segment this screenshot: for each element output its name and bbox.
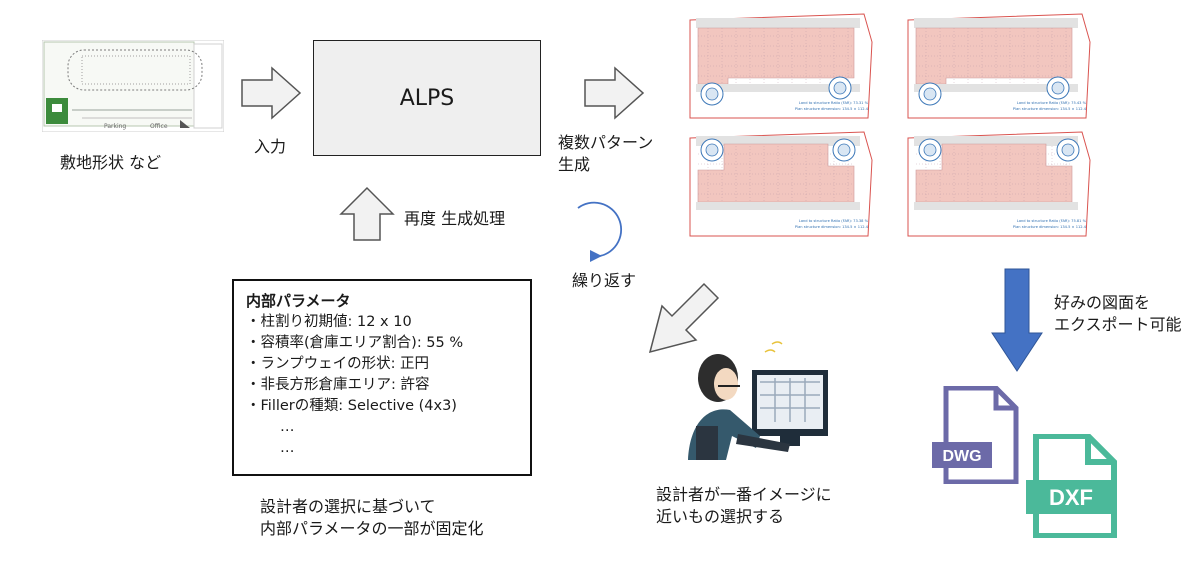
plan-dimension-text: Plan structure dimension: 134.5 × 112.4 bbox=[795, 107, 869, 111]
repeat-label: 繰り返す bbox=[572, 271, 637, 290]
site-shape-thumbnail: Parking Office bbox=[42, 40, 224, 132]
param-non-rectangular-area: ・非長方形倉庫エリア: 許容 bbox=[246, 377, 430, 393]
plan-far-text: Land to structure Ratio (FAR): 75.81 % bbox=[1017, 219, 1087, 223]
floor-plan-pattern[interactable]: Land to structure Ratio (FAR): 75.43 % Pl… bbox=[906, 12, 1094, 122]
param-rampway-shape: ・ランプウェイの形状: 正円 bbox=[246, 356, 430, 372]
input-arrow bbox=[241, 66, 302, 120]
dxf-file-icon: DXF bbox=[1026, 434, 1117, 538]
site-caption: 敷地形状 など bbox=[60, 153, 162, 172]
parameters-title: 内部パラメータ bbox=[246, 292, 351, 310]
plan-dimension-text: Plan structure dimension: 134.5 × 112.4 bbox=[1013, 107, 1087, 111]
floor-plan-pattern[interactable]: Land to structure Ratio (FAR): 73.38 % Pl… bbox=[688, 130, 876, 240]
input-label: 入力 bbox=[254, 137, 287, 156]
designer-caption: 設計者が一番イメージに 近いもの選択する bbox=[656, 485, 832, 526]
multi-pattern-arrow bbox=[584, 66, 645, 120]
param-floor-area-ratio: ・容積率(倉庫エリア割合): 55 % bbox=[246, 335, 464, 351]
regenerate-arrow bbox=[339, 186, 395, 241]
site-sign-parking: Parking bbox=[104, 123, 126, 130]
plan-dimension-text: Plan structure dimension: 134.5 × 112.4 bbox=[1013, 225, 1087, 229]
param-column-grid: ・柱割り初期値: 12 x 10 bbox=[246, 314, 412, 330]
designer-illustration bbox=[688, 341, 828, 460]
plan-far-text: Land to structure Ratio (FAR): 73.31 % bbox=[799, 101, 869, 105]
param-ellipsis: … bbox=[280, 440, 295, 456]
dxf-label: DXF bbox=[1049, 485, 1093, 510]
plan-far-text: Land to structure Ratio (FAR): 75.43 % bbox=[1017, 101, 1087, 105]
param-filler-type: ・Fillerの種類: Selective (4x3) bbox=[246, 398, 457, 414]
plan-far-text: Land to structure Ratio (FAR): 73.38 % bbox=[799, 219, 869, 223]
export-caption: 好みの図面を エクスポート可能 bbox=[1054, 293, 1182, 334]
fixed-parameters-caption: 設計者の選択に基づいて 内部パラメータの一部が固定化 bbox=[260, 497, 484, 538]
alps-engine-box: ALPS bbox=[313, 40, 541, 156]
plan-dimension-text: Plan structure dimension: 134.5 × 112.4 bbox=[795, 225, 869, 229]
dwg-label: DWG bbox=[942, 448, 981, 465]
dwg-file-icon: DWG bbox=[932, 386, 1019, 484]
internal-parameters-box: 内部パラメータ ・柱割り初期値: 12 x 10 ・容積率(倉庫エリア割合): … bbox=[232, 279, 532, 476]
multi-pattern-label: 複数パターン 生成 bbox=[558, 133, 654, 174]
site-sign-office: Office bbox=[150, 123, 168, 130]
feedback-arrow bbox=[648, 282, 720, 354]
regenerate-label: 再度 生成処理 bbox=[404, 209, 506, 228]
floor-plan-pattern[interactable]: Land to structure Ratio (FAR): 73.31 % Pl… bbox=[688, 12, 876, 122]
param-ellipsis: … bbox=[280, 419, 295, 435]
repeat-cycle-icon bbox=[577, 201, 623, 262]
floor-plan-pattern[interactable]: Land to structure Ratio (FAR): 75.81 % Pl… bbox=[906, 130, 1094, 240]
export-arrow bbox=[991, 268, 1043, 372]
alps-title: ALPS bbox=[399, 85, 455, 111]
